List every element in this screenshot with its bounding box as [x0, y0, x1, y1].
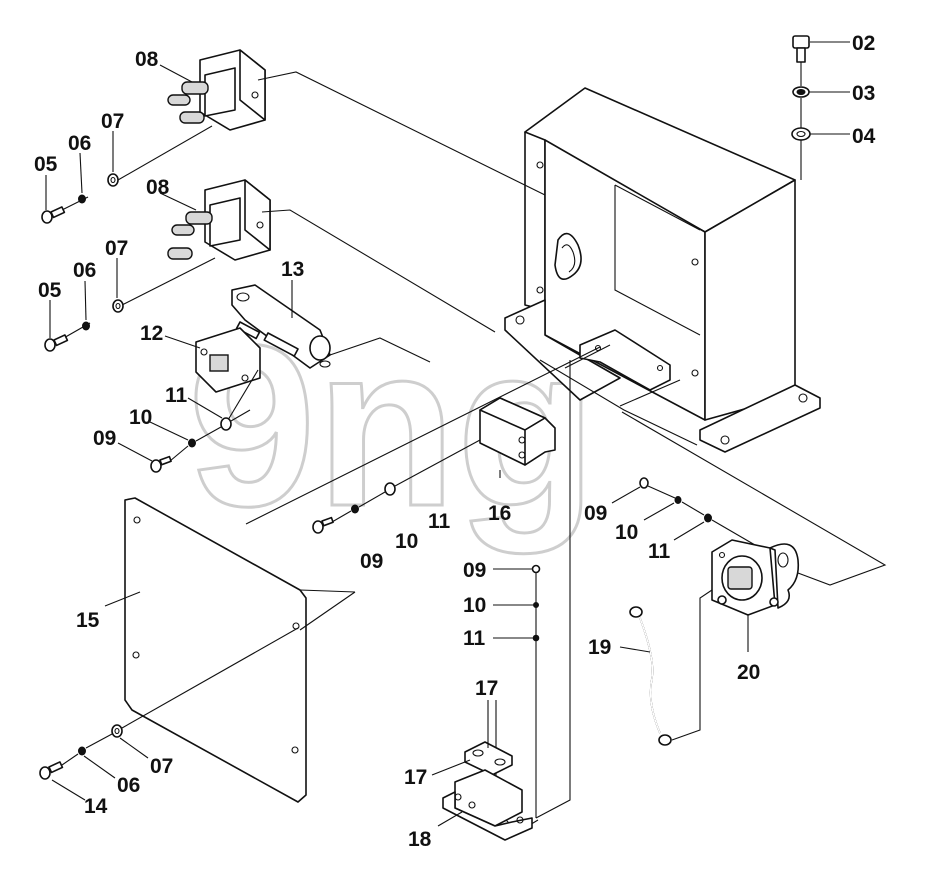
label-05-bottom: 05: [38, 279, 62, 302]
label-09-center: 09: [463, 559, 486, 582]
label-10-left: 10: [129, 406, 152, 429]
part-labels: 02 03 04 08 07 06 05 08 07 06 05 13 12 1…: [34, 32, 876, 851]
label-14: 14: [84, 795, 108, 818]
label-09-right: 09: [584, 502, 607, 525]
washer-06-top: [78, 194, 86, 204]
relay-08-top: [167, 49, 266, 131]
screw-14: [39, 761, 64, 780]
label-16: 16: [488, 502, 511, 525]
label-07-top: 07: [101, 110, 124, 133]
cover-panel-15: [124, 497, 307, 803]
label-20: 20: [737, 661, 760, 684]
label-06-bottom: 06: [73, 259, 96, 282]
label-07-panel: 07: [150, 755, 173, 778]
connector-12: [195, 327, 261, 393]
washer-07-bottom-panel: [111, 724, 123, 738]
label-07-bottom: 07: [105, 237, 128, 260]
label-05-top: 05: [34, 153, 58, 176]
label-02: 02: [852, 32, 875, 55]
bracket-17: [464, 741, 513, 776]
relay-18: [442, 769, 533, 841]
label-03: 03: [852, 82, 875, 105]
label-06-top: 06: [68, 132, 91, 155]
washer-03: [792, 86, 810, 98]
label-04: 04: [852, 125, 876, 148]
label-08-bottom: 08: [146, 176, 170, 199]
washer-07-top: [107, 173, 119, 187]
washer-11-middle: [384, 482, 396, 496]
label-10-middle: 10: [395, 530, 418, 553]
screw-09-middle: [312, 516, 334, 534]
screw-09-left: [150, 455, 172, 473]
bolt-02: [792, 35, 810, 63]
label-09-middle: 09: [360, 550, 383, 573]
label-09-left: 09: [93, 427, 116, 450]
label-11-center: 11: [463, 627, 486, 650]
washer-10-left: [188, 438, 196, 448]
housing-box: [504, 87, 821, 453]
washer-06-bottom-panel: [78, 746, 86, 756]
label-18: 18: [408, 828, 432, 851]
washer-10-middle: [351, 504, 359, 514]
label-11-right: 11: [648, 540, 671, 563]
relay-16: [479, 397, 556, 466]
label-10-right: 10: [615, 521, 638, 544]
bracket-13: [231, 284, 331, 369]
washer-10-right: [674, 496, 682, 504]
washer-07-bottom: [112, 299, 124, 313]
screw-05-top: [41, 206, 66, 224]
label-15: 15: [76, 609, 100, 632]
screw-05-bottom: [44, 334, 69, 352]
washer-11-right: [704, 513, 712, 523]
label-19: 19: [588, 636, 611, 659]
label-08-top: 08: [135, 48, 159, 71]
washer-11-left: [220, 417, 232, 431]
label-13: 13: [281, 258, 304, 281]
screw-09-right: [639, 477, 649, 489]
label-11-middle: 11: [428, 510, 451, 533]
label-17-side: 17: [404, 766, 427, 789]
relay-08-bottom: [167, 179, 271, 261]
label-17-top: 17: [475, 677, 498, 700]
label-06-panel: 06: [117, 774, 140, 797]
label-12: 12: [140, 322, 163, 345]
label-11-left: 11: [165, 384, 188, 407]
switch-20: [711, 539, 800, 616]
washer-06-bottom: [82, 321, 90, 331]
cable-19: [629, 606, 672, 746]
label-10-center: 10: [463, 594, 486, 617]
washer-04: [791, 127, 811, 141]
